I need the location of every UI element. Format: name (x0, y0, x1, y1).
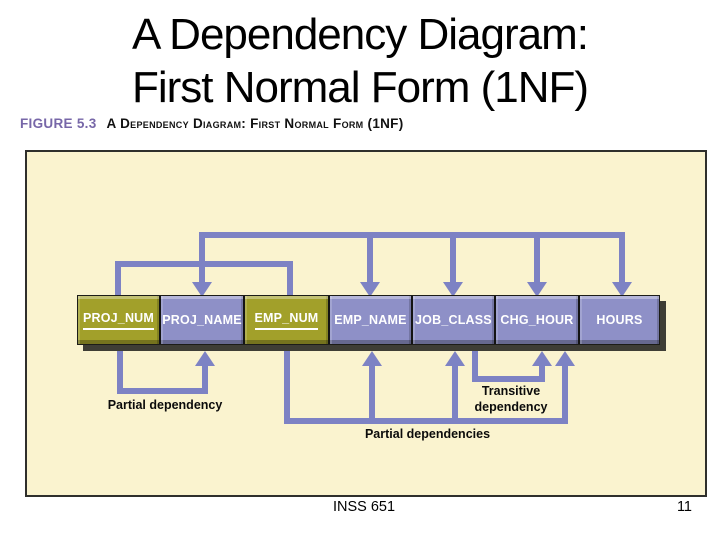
attribute-label: HOURS (596, 313, 643, 327)
transitive-chghour-stem (539, 365, 545, 376)
slide-title-line2: First Normal Form (1NF) (131, 63, 589, 112)
partial-dependencies-label: Partial dependencies (364, 427, 491, 441)
arrow-stem-emp-name (367, 232, 373, 283)
figure-caption-title: A Dependency Diagram: First Normal Form … (106, 116, 404, 131)
partial-deps-empnum-stem (284, 345, 290, 424)
transitive-dependency-label-line1: Transitive (481, 384, 541, 398)
partial-dep-bottom-line (117, 388, 208, 394)
partial-dep-projnum-stem (117, 345, 123, 394)
attribute-box-job_class: JOB_CLASS (410, 296, 494, 344)
primary-key-bracket-empnum-stem (287, 261, 293, 297)
transitive-dependency-label-line2: dependency (474, 400, 548, 414)
figure-caption: FIGURE 5.3 A Dependency Diagram: First No… (20, 116, 710, 131)
arrow-up-chg-hour-transitive-icon (532, 351, 552, 366)
transitive-dependency-label: Transitive dependency (461, 383, 561, 415)
arrow-stem-chg-hour (534, 232, 540, 283)
slide-title-line1: A Dependency Diagram: (132, 10, 589, 59)
full-dependency-top-line (199, 232, 625, 238)
attribute-box-emp_num: EMP_NUM (242, 296, 328, 344)
arrow-up-proj-name-icon (195, 351, 215, 366)
arrow-up-job-class-icon (445, 351, 465, 366)
arrow-down-chg-hour-icon (527, 282, 547, 297)
arrow-up-emp-name-icon (362, 351, 382, 366)
partial-dependency-label: Partial dependency (107, 398, 223, 412)
arrow-down-hours-icon (612, 282, 632, 297)
transitive-bottom-line (472, 376, 545, 382)
partial-dep-projname-stem (202, 365, 208, 389)
attribute-box-emp_name: EMP_NAME (327, 296, 411, 344)
attribute-label: PROJ_NUM (82, 311, 155, 330)
arrow-stem-hours (619, 232, 625, 283)
attribute-row: PROJ_NUM PROJ_NAME EMP_NUM EMP_NAME JOB_CLAS… (77, 295, 660, 345)
attribute-box-hours: HOURS (577, 296, 659, 344)
figure-caption-number: FIGURE 5.3 (20, 116, 97, 131)
attribute-box-proj_num: PROJ_NUM (78, 296, 159, 344)
partial-deps-empname-stem (369, 365, 375, 418)
arrow-up-chg-hour-partial-icon (555, 351, 575, 366)
arrow-stem-proj-name (199, 232, 205, 283)
arrow-down-emp-name-icon (360, 282, 380, 297)
attribute-label: EMP_NAME (334, 313, 407, 327)
dependency-diagram-panel: PROJ_NUM PROJ_NAME EMP_NUM EMP_NAME JOB_CLAS… (25, 150, 707, 497)
arrow-down-job-class-icon (443, 282, 463, 297)
attribute-label: CHG_HOUR (500, 313, 574, 327)
attribute-box-proj_name: PROJ_NAME (159, 296, 243, 344)
attribute-box-chg_hour: CHG_HOUR (493, 296, 578, 344)
attribute-label: JOB_CLASS (415, 313, 492, 327)
arrow-stem-job-class (450, 232, 456, 283)
footer-course: INSS 651 (332, 499, 396, 515)
attribute-label: EMP_NUM (254, 311, 319, 330)
partial-deps-jobclass-stem (452, 365, 458, 418)
slide-title: A Dependency Diagram: First Normal Form … (30, 8, 690, 114)
partial-deps-bottom-line (284, 418, 568, 424)
page-number: 11 (676, 499, 692, 515)
attribute-label: PROJ_NAME (162, 313, 242, 327)
transitive-jobclass-stem (472, 345, 478, 382)
arrow-down-proj-name-icon (192, 282, 212, 297)
primary-key-bracket-projnum-stem (115, 261, 121, 297)
partial-deps-chghour-stem (562, 365, 568, 418)
